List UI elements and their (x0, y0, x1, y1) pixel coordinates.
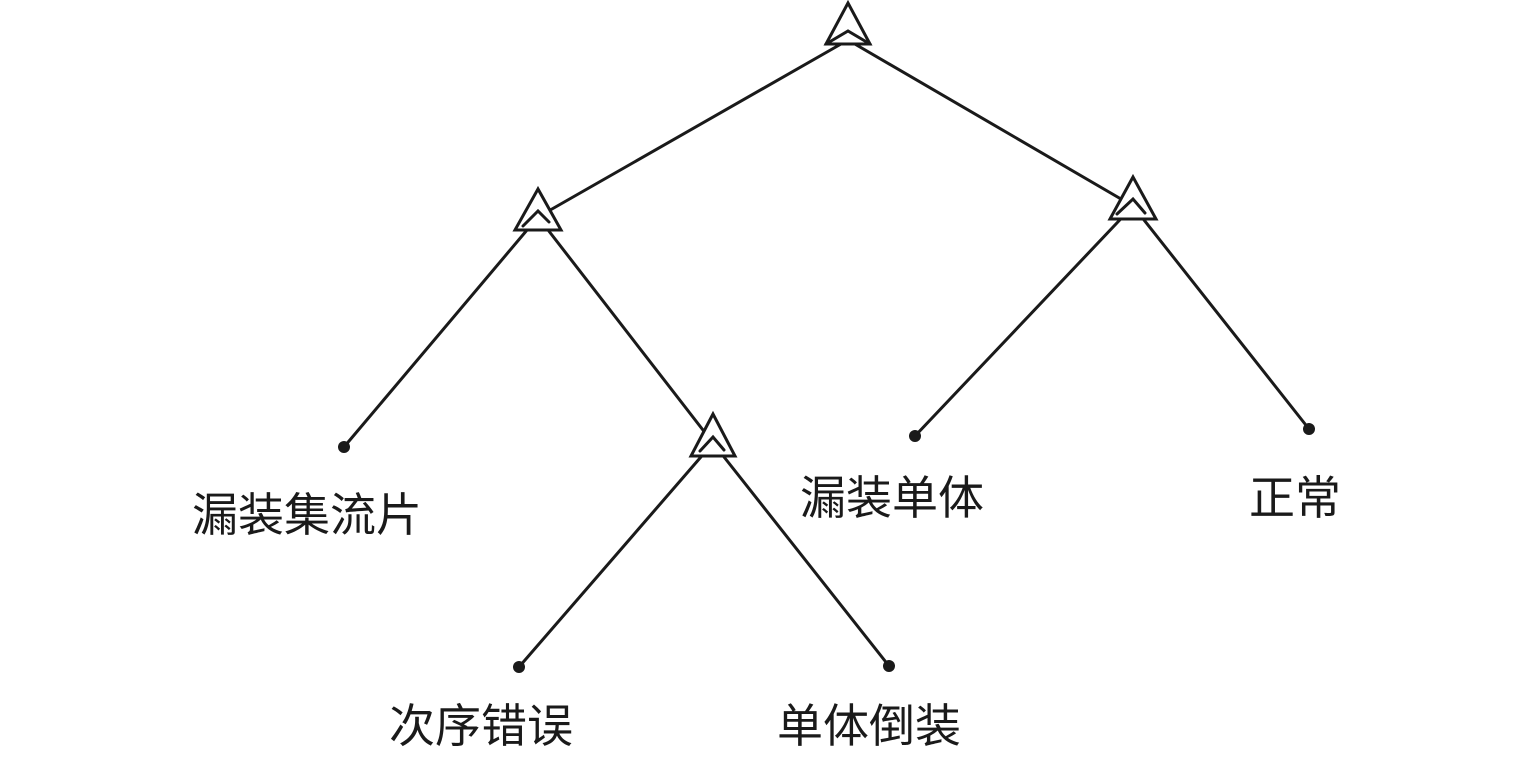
leaf2-dot (513, 661, 525, 673)
edge-root-right (846, 38, 1135, 208)
edge-right-leaf4 (913, 204, 1135, 438)
leaf2-label: 次序错误 (389, 699, 573, 753)
edge-mid-leaf3 (711, 441, 891, 668)
leaf4-dot (909, 430, 921, 442)
root-node-triangle-icon (823, 0, 873, 46)
leaf4-label: 漏装单体 (800, 471, 984, 525)
edge-right-leaf5 (1131, 204, 1311, 431)
edge-root-left (536, 38, 850, 219)
mid-node-inner-v (698, 434, 726, 453)
leaf1-label: 漏装集流片 (192, 488, 422, 542)
edge-left-mid (536, 215, 715, 445)
right-node-inner-v (1115, 196, 1147, 216)
root-node-inner-v (824, 29, 872, 46)
leaf-labels: 漏装集流片 次序错误 单体倒装 漏装单体 正常 (192, 471, 1341, 753)
tree-edges (342, 38, 1311, 669)
leaf1-dot (338, 441, 350, 453)
leaf3-label: 单体倒装 (777, 699, 961, 753)
left-node-inner-v (521, 208, 551, 228)
decision-nodes (512, 0, 1159, 458)
leaf-dots (338, 423, 1315, 673)
leaf3-dot (883, 660, 895, 672)
leaf5-dot (1303, 423, 1315, 435)
edge-left-leaf1 (342, 215, 540, 449)
edge-mid-leaf2 (517, 441, 715, 669)
leaf5-label: 正常 (1249, 471, 1341, 525)
